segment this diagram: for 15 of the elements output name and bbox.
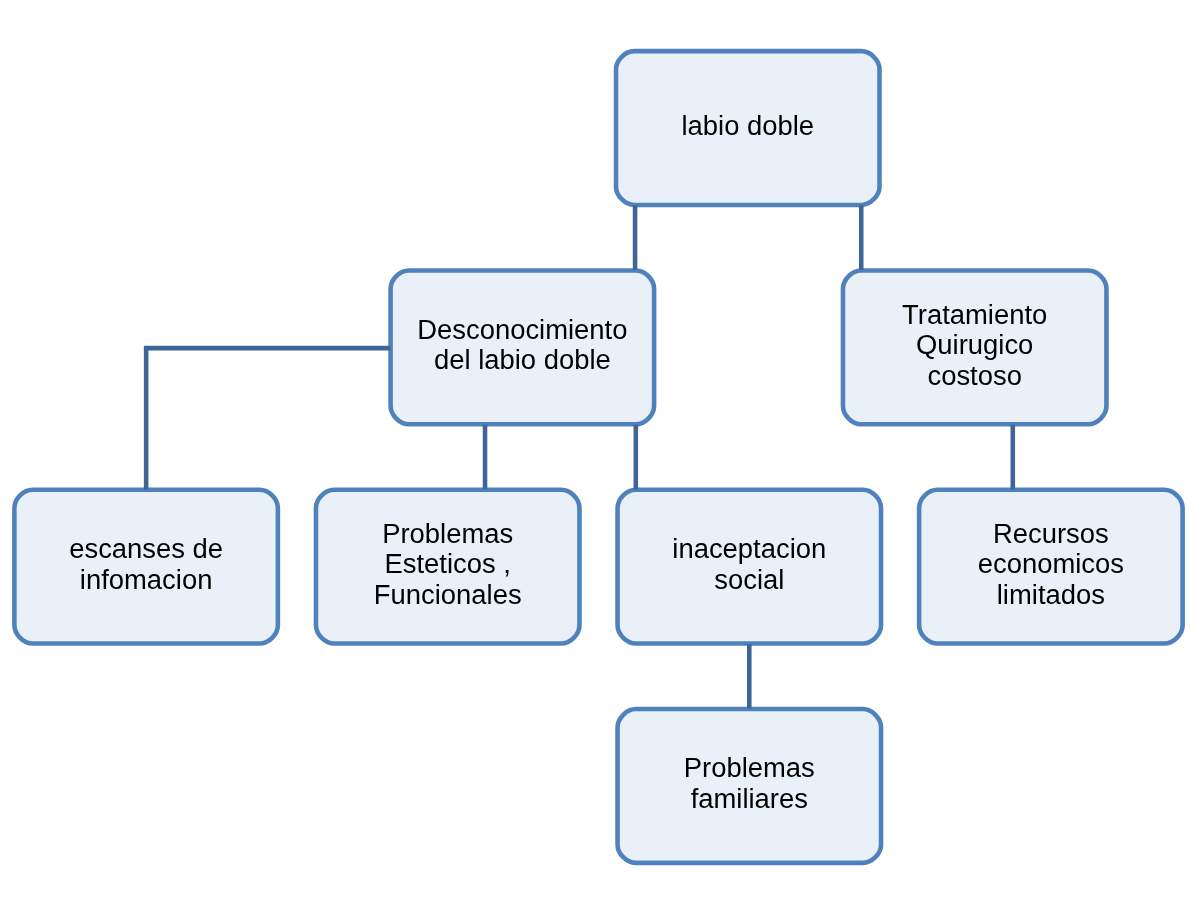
node-box: Problemas familiares: [615, 706, 884, 865]
connector: [1010, 424, 1016, 489]
node-box: labio doble: [613, 48, 882, 207]
connector: [858, 204, 864, 270]
connector: [143, 345, 391, 490]
node-box: escanses de infomacion: [12, 486, 281, 646]
node-box: Tratamiento Quirugico costoso: [840, 267, 1109, 427]
node-box: inaceptacion social: [615, 486, 884, 646]
node-box: Desconocimiento del labio doble: [388, 267, 657, 427]
node-box: Problemas Esteticos , Funcionales: [313, 486, 582, 646]
node-box: Recursos economicos limitados: [916, 486, 1185, 646]
connector: [633, 424, 639, 489]
connector: [747, 643, 752, 709]
connector: [482, 424, 488, 489]
connector: [632, 204, 638, 270]
